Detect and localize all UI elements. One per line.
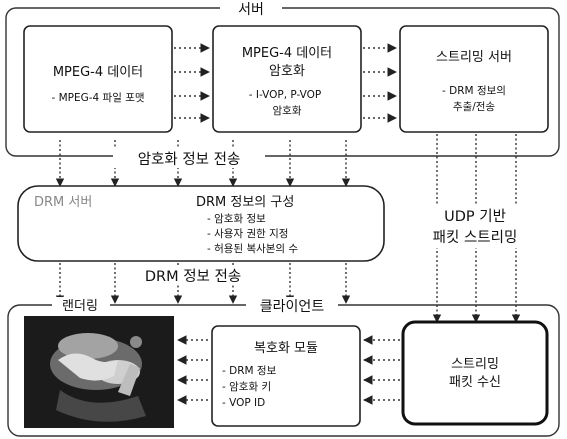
drm-server-box: DRM 서버 DRM 정보의 구성 - 암호화 정보 - 사용자 권한 지정 -…	[17, 185, 385, 262]
udp-streaming-arrows: UDP 기반 패킷 스트리밍	[413, 134, 537, 323]
drm-server-title: DRM 서버	[34, 195, 92, 210]
server-frame	[5, 7, 560, 157]
decrypt-module-item-3: - VOP ID	[222, 397, 265, 409]
streaming-server-box-title: 스트리밍 서버	[436, 50, 512, 65]
packet-receive-line2: 패킷 수신	[449, 375, 501, 390]
udp-label-line2: 패킷 스트리밍	[433, 229, 518, 246]
streaming-server-box: 스트리밍 서버 - DRM 정보의 추출/전송	[399, 25, 549, 133]
mpeg4-data-box: MPEG-4 데이터 - MPEG-4 파일 포맷	[23, 25, 173, 133]
drm-info-transfer-label: DRM 정보 전송	[145, 268, 241, 285]
rendered-video-image	[24, 316, 174, 428]
decrypt-module-title: 복호화 모듈	[254, 341, 318, 356]
encrypt-box-item-2: 암호화	[273, 105, 302, 117]
decrypt-module-item-2: - 암호화 키	[222, 381, 271, 393]
server-group: 서버 MPEG-4 데이터 - MPEG-4 파일 포맷 MPEG-4 데이터 …	[5, 0, 560, 157]
mpeg4-data-box-title: MPEG-4 데이터	[53, 65, 143, 80]
server-title: 서버	[238, 2, 264, 18]
decrypt-module-box: 복호화 모듈 - DRM 정보 - 암호화 키 - VOP ID	[211, 325, 361, 427]
packet-receive-box: 스트리밍 패킷 수신	[401, 320, 549, 426]
drm-info-composition-title: DRM 정보의 구성	[196, 195, 294, 210]
encrypt-box-title-line2: 암호화	[269, 64, 305, 79]
encrypt-box-item-1: - I-VOP, P-VOP	[249, 89, 322, 101]
encrypt-info-transfer-label: 암호화 정보 전송	[138, 151, 241, 168]
rendering-label: 랜더링	[62, 299, 98, 314]
drm-info-item-1: - 암호화 정보	[207, 213, 266, 225]
drm-info-item-2: - 사용자 권한 지정	[207, 228, 288, 240]
streaming-server-box-item-1: - DRM 정보의	[442, 85, 506, 97]
decrypt-module-item-1: - DRM 정보	[222, 365, 277, 377]
drm-info-item-3: - 허용된 복사본의 수	[207, 243, 298, 255]
drm-info-arrows: DRM 정보 전송	[55, 263, 351, 304]
udp-label-line1: UDP 기반	[444, 208, 506, 225]
packet-receive-line1: 스트리밍	[451, 357, 499, 372]
mpeg4-data-box-item: - MPEG-4 파일 포맷	[51, 91, 144, 104]
streaming-server-box-item-2: 추출/전송	[453, 101, 496, 113]
mpeg4-encrypt-box: MPEG-4 데이터 암호화 - I-VOP, P-VOP 암호화	[212, 25, 362, 133]
encrypt-info-arrows: 암호화 정보 전송	[55, 140, 351, 187]
client-group: 클라이언트 랜더링 복호화 모듈 - DRM 정보 - 암호화 키 - VOP …	[7, 297, 560, 437]
client-title: 클라이언트	[260, 299, 325, 315]
encrypt-box-title-line1: MPEG-4 데이터	[242, 46, 332, 61]
